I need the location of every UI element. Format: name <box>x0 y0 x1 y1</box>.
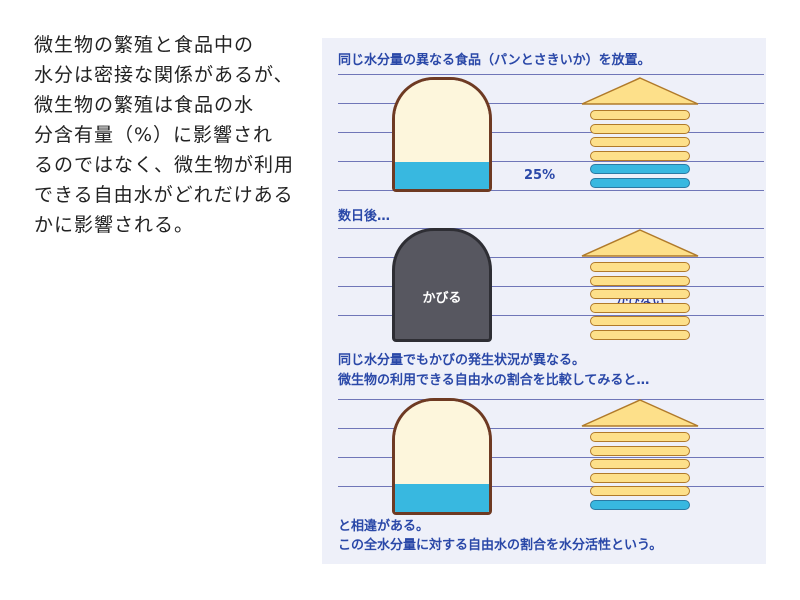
caption-4-line1: と相違がある。 <box>338 519 430 534</box>
rule <box>338 399 764 400</box>
rule <box>338 257 764 258</box>
rule <box>338 486 764 487</box>
squid-slice <box>590 486 690 496</box>
caption-3-line2: 微生物の利用できる自由水の割合を比較してみると… <box>338 373 650 388</box>
caption-1: 同じ水分量の異なる食品（パンとさきいか）を放置。 <box>338 53 651 68</box>
squid-roof-2 <box>581 229 699 257</box>
bread-free-water <box>395 161 489 189</box>
rule <box>338 286 764 287</box>
rule <box>338 190 764 191</box>
squid-slice <box>590 123 690 134</box>
rule <box>338 74 764 75</box>
squid-roof-3 <box>581 399 699 427</box>
squid-slice-wet <box>590 164 690 174</box>
squid-slice <box>590 137 690 147</box>
bread-comparison <box>392 398 492 515</box>
rule <box>338 428 764 429</box>
rule <box>338 315 764 316</box>
rule <box>338 161 764 162</box>
bread-free-water <box>395 484 489 512</box>
squid-slice-wet <box>590 177 690 188</box>
caption-4-line2: この全水分量に対する自由水の割合を水分活性という。 <box>338 538 663 553</box>
squid-slice <box>590 472 690 483</box>
squid-slice <box>590 110 690 120</box>
caption-2: 数日後… <box>338 209 391 224</box>
rule <box>338 457 764 458</box>
intro-paragraph: 微生物の繁殖と食品中の 水分は密接な関係があるが、 微生物の繁殖は食品の水 分含… <box>34 34 295 236</box>
squid-slice <box>590 275 690 286</box>
squid-slice <box>590 329 690 340</box>
bread-fresh <box>392 77 492 192</box>
squid-slice <box>590 316 690 326</box>
squid-slice <box>590 262 690 272</box>
rule <box>338 228 764 229</box>
percent-label: 25% <box>524 168 556 183</box>
squid-slice <box>590 289 690 299</box>
squid-roof-1 <box>581 77 699 105</box>
squid-slice-wet <box>590 499 690 510</box>
squid-slice <box>590 445 690 456</box>
squid-slice <box>590 302 690 313</box>
squid-slice <box>590 432 690 442</box>
rule <box>338 103 764 104</box>
rule <box>338 132 764 133</box>
caption-3-line1: 同じ水分量でもかびの発生状況が異なる。 <box>338 353 586 368</box>
squid-slice <box>590 459 690 469</box>
bread-moldy-label: かびる <box>422 291 462 306</box>
squid-slice <box>590 150 690 161</box>
bread-moldy: かびる <box>392 228 492 342</box>
